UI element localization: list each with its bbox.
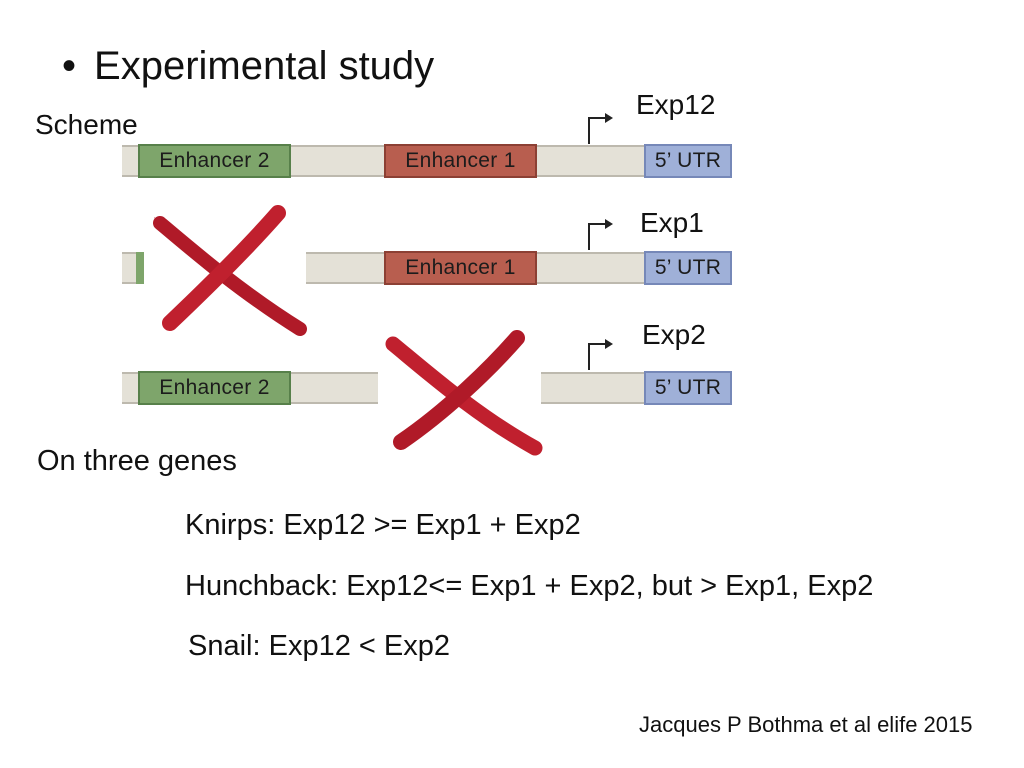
utr-block: 5’ UTR	[644, 251, 732, 285]
enhancer-2-block: Enhancer 2	[138, 144, 291, 178]
result-snail: Snail: Exp12 < Exp2	[188, 630, 450, 662]
title-text: Experimental study	[94, 44, 435, 88]
bullet-icon: •	[62, 44, 77, 88]
result-knirps: Knirps: Exp12 >= Exp1 + Exp2	[185, 509, 581, 541]
deletion-x-icon	[153, 205, 307, 336]
citation: Jacques P Bothma et al elife 2015	[639, 712, 973, 737]
utr-block: 5’ UTR	[644, 144, 732, 178]
scheme-label: Scheme	[35, 109, 138, 140]
deletion-x-icon	[385, 330, 543, 456]
enhancer-2-remnant	[136, 252, 144, 284]
promoter-arrow-icon	[588, 219, 613, 250]
enhancer-1-block: Enhancer 1	[384, 144, 537, 178]
promoter-arrow-icon	[588, 113, 613, 144]
result-hunchback: Hunchback: Exp12<= Exp1 + Exp2, but > Ex…	[185, 570, 874, 602]
construct-label-exp12: Exp12	[636, 89, 716, 120]
utr-block: 5’ UTR	[644, 371, 732, 405]
construct-label-exp1: Exp1	[640, 207, 704, 238]
slide-title: • Experimental study	[62, 40, 434, 92]
enhancer-2-block: Enhancer 2	[138, 371, 291, 405]
genes-label: On three genes	[37, 445, 237, 477]
construct-label-exp2: Exp2	[642, 319, 706, 350]
enhancer-1-block: Enhancer 1	[384, 251, 537, 285]
promoter-arrow-icon	[588, 339, 613, 370]
